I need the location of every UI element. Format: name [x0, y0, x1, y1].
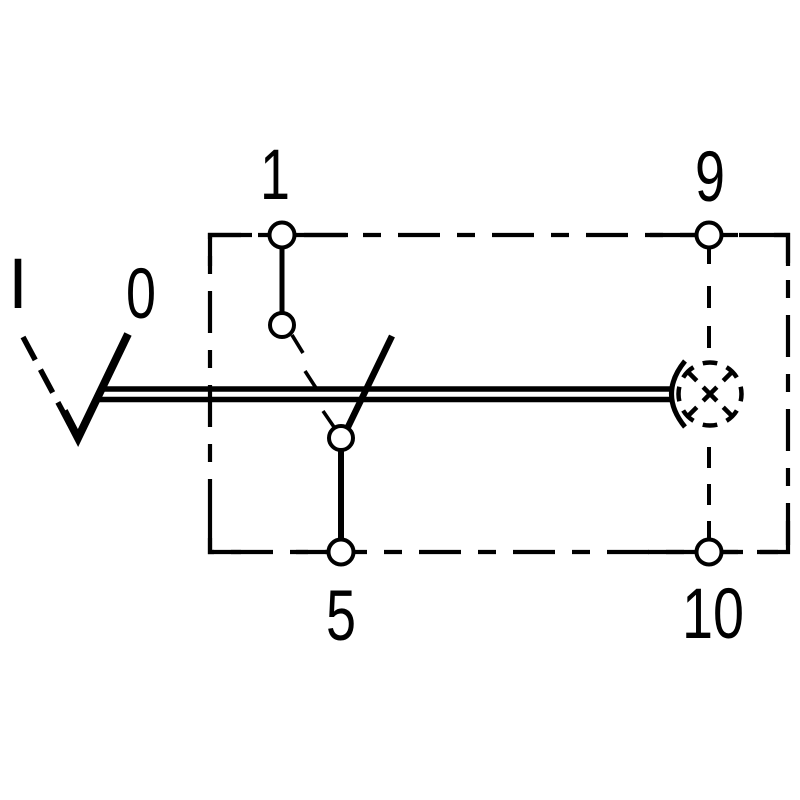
contact-5-open-stub: [321, 409, 336, 429]
illumination-lamp-symbol: [669, 359, 744, 429]
terminal-10-label: 10: [682, 575, 744, 654]
lamp-dashed-circle: [676, 360, 744, 428]
terminal-5-label: 5: [326, 577, 356, 656]
contact-5-node: [327, 424, 355, 452]
labels: 1 9 5 10 0 I: [8, 136, 744, 656]
housing-corner-top-left: [207, 232, 241, 266]
contact-1-dashed-segment: [303, 370, 318, 389]
lamp-cross-stroke-2: [687, 371, 733, 417]
terminal-9-label: 9: [695, 138, 725, 217]
housing-corner-top-right: [757, 232, 791, 266]
terminal-10-node: [694, 537, 724, 567]
contact-nodes: [267, 220, 724, 567]
terminal-5-node: [326, 537, 356, 567]
lamp-left-paren-arc: [669, 359, 687, 429]
rocker-actuator: [20, 332, 670, 447]
housing-corner-bottom-left: [207, 521, 241, 555]
terminal-5-branch: [321, 334, 395, 542]
terminal-1-branch: [279, 246, 318, 389]
contact-5-moving-arm: [345, 334, 395, 429]
position-0-label: 0: [126, 255, 156, 334]
terminal-1-node: [267, 220, 297, 250]
contact-1-node: [268, 311, 296, 339]
position-I-label: I: [8, 245, 28, 324]
lever-position-I-dashed: [20, 335, 73, 427]
housing-corner-bottom-right: [757, 521, 791, 555]
switch-housing-outline: [207, 232, 791, 555]
lever-position-0-solid: [60, 332, 132, 447]
terminal-1-label: 1: [260, 136, 290, 215]
terminal-9-node: [694, 220, 724, 250]
housing-dashed-rect: [207, 232, 791, 555]
contact-1-open-stub: [290, 334, 305, 354]
